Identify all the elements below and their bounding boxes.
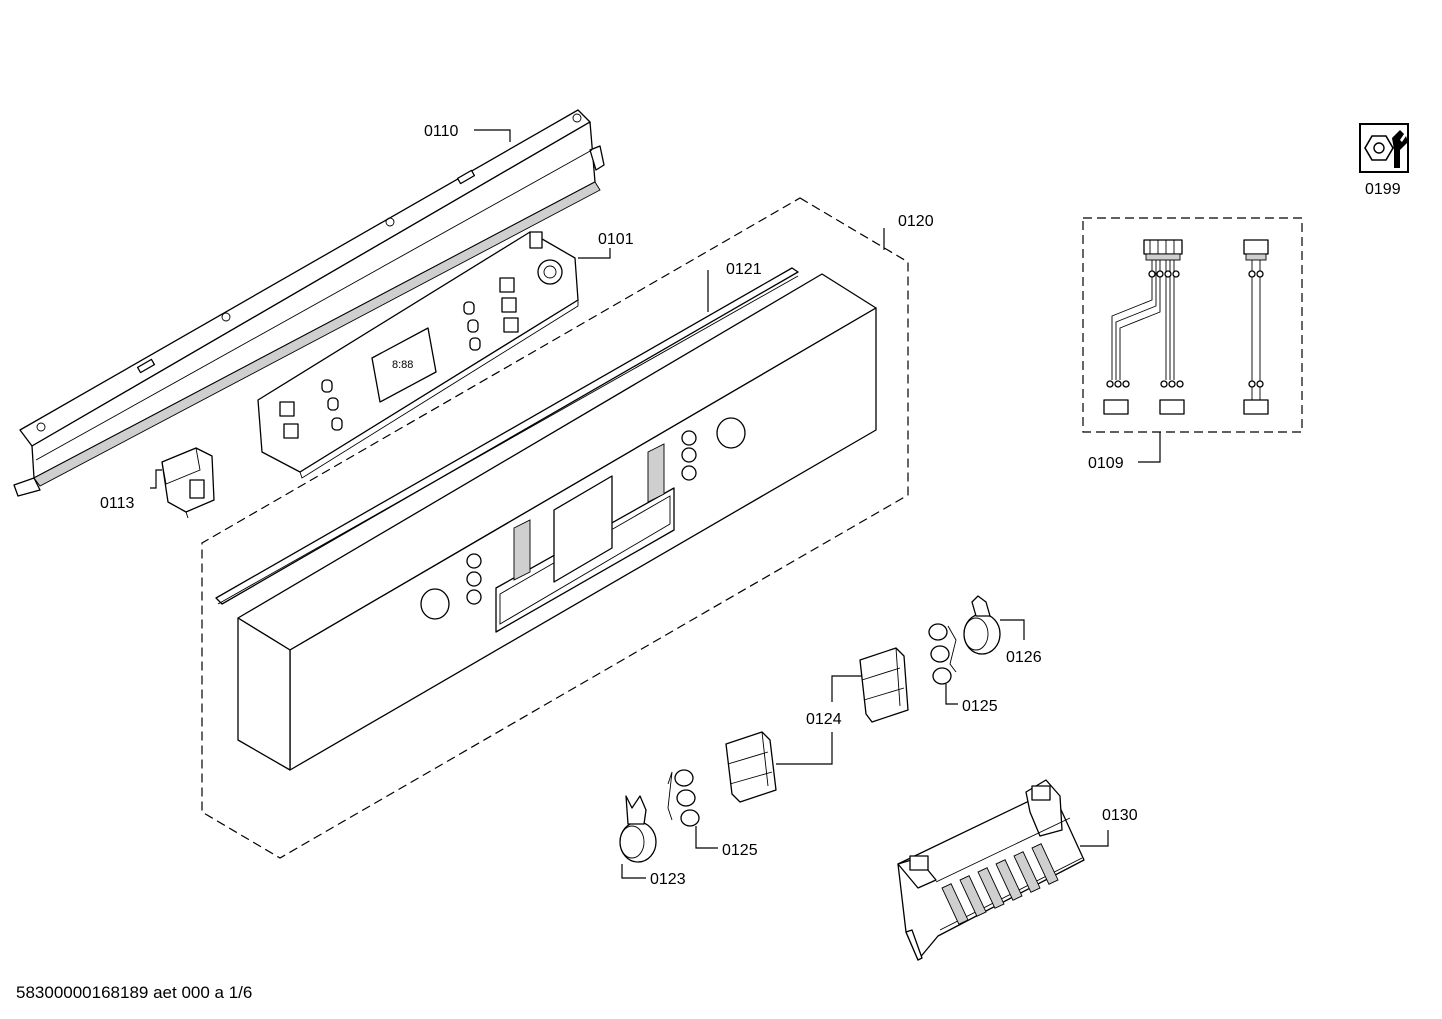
label-0130: 0130 bbox=[1102, 807, 1138, 824]
part-0124-button-block-lower[interactable] bbox=[725, 731, 777, 803]
label-0125-lower: 0125 bbox=[722, 842, 758, 859]
label-0109: 0109 bbox=[1088, 455, 1124, 472]
part-0121-trim-strip[interactable] bbox=[215, 267, 799, 605]
part-0124-button-block-upper[interactable] bbox=[859, 647, 909, 723]
part-0126-rotary-knob[interactable] bbox=[963, 595, 1001, 655]
part-0120-control-panel[interactable] bbox=[237, 273, 877, 771]
part-0125-upper-buttons[interactable] bbox=[928, 623, 957, 685]
label-0121: 0121 bbox=[726, 261, 762, 278]
part-0109-cable-harness[interactable] bbox=[1103, 239, 1269, 415]
label-0101: 0101 bbox=[598, 231, 634, 248]
svg-text:8:88: 8:88 bbox=[392, 359, 413, 371]
part-0123-rotary-knob[interactable] bbox=[619, 795, 657, 863]
assembly-0109-boundary bbox=[1082, 217, 1303, 433]
part-0110-rail[interactable] bbox=[13, 109, 605, 497]
assembly-0120-boundary bbox=[201, 197, 909, 859]
label-0125-upper: 0125 bbox=[962, 698, 998, 715]
label-0123: 0123 bbox=[650, 871, 686, 888]
part-0101-control-module[interactable]: 8:88 bbox=[257, 231, 579, 479]
label-0113: 0113 bbox=[100, 495, 135, 512]
label-0199: 0199 bbox=[1365, 181, 1401, 198]
label-0110: 0110 bbox=[424, 123, 459, 140]
label-0120: 0120 bbox=[898, 213, 934, 230]
label-0124: 0124 bbox=[806, 711, 842, 728]
wrench-nut-icon bbox=[1359, 123, 1409, 173]
part-0130-bracket[interactable] bbox=[897, 779, 1085, 961]
part-0125-lower-buttons[interactable] bbox=[667, 769, 700, 827]
label-0126: 0126 bbox=[1006, 649, 1042, 666]
document-id: 58300000168189 aet 000 a 1/6 bbox=[16, 983, 252, 1002]
part-0113-clip[interactable] bbox=[161, 447, 215, 519]
